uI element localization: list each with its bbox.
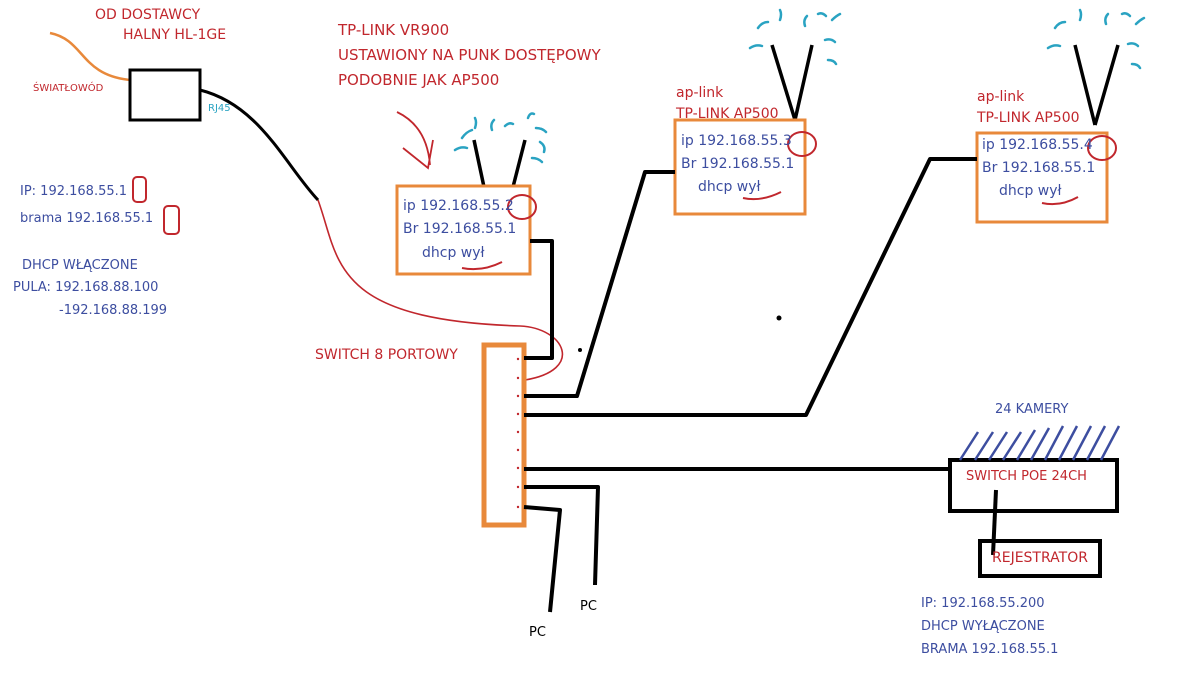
vr900-ip: ip 192.168.55.2 [403,199,514,213]
vr900-br: Br 192.168.55.1 [403,221,517,237]
cable-to-pc1 [523,505,562,613]
ap2-ip-last: 4 [1083,137,1093,153]
ap2-name-line2: TP-LINK AP500 [977,110,1080,126]
ap2-ip: ip 192.168.55.4 [982,138,1093,152]
cable-to-ap1 [524,170,675,398]
ap1-wifi-signal-icon [748,8,842,66]
recorder-label: REJESTRATOR [992,550,1088,566]
poe-switch-box [948,458,1119,513]
vr900-antennas [472,139,527,188]
ap2-dhcp-label: dhcp [999,183,1034,199]
cable-to-ap2 [524,157,977,417]
ap1-dhcp-value: wył [736,179,761,195]
ap1-name-line2: TP-LINK AP500 [676,106,779,122]
pc-label-1: PC [529,625,546,640]
pc-label-2: PC [580,599,597,614]
ap2-box [975,131,1109,224]
highlight-marks [132,131,1117,271]
ap2-dhcp-value: wył [1037,183,1062,199]
ap2-br: Br 192.168.55.1 [982,160,1096,176]
router-gateway-prefix: brama 192.168.55. [20,211,145,226]
ont-device-box [128,68,202,122]
router-pool-end: -192.168.88.199 [59,303,168,318]
vr900-ip-prefix: ip 192.168.55. [403,198,505,214]
vr900-ip-last: 2 [504,198,514,214]
ap1-br: Br 192.168.55.1 [681,156,795,172]
provider-title-line1: OD DOSTAWCY [95,7,201,23]
rj45-label: RJ45 [208,103,231,114]
switch8-label: SWITCH 8 PORTOWY [315,347,458,363]
ap1-dhcp: dhcp wył [698,180,761,194]
cameras-icon [958,425,1121,461]
vr900-wifi-signal-icon [453,112,548,164]
vr900-pointer-arrow [396,111,434,170]
router-gateway: brama 192.168.55.1 [20,212,153,225]
vr900-dhcp-value: wył [460,245,485,261]
vr900-dhcp-label: dhcp [422,245,457,261]
vr900-title-line1: TP-LINK VR900 [338,21,450,39]
vr900-dhcp: dhcp wył [422,246,485,260]
router-ip-last: 1 [118,184,128,199]
vr900-title-line2: USTAWIONY NA PUNK DOSTĘPOWY [338,46,601,64]
recorder-box [978,539,1102,578]
ap2-antennas [1073,44,1120,126]
router-ip-prefix: IP: 192.168.55. [20,184,119,199]
rj45-cable-red-section [317,199,564,381]
ap2-dhcp: dhcp wył [999,184,1062,198]
poe-switch-label: SWITCH POE 24CH [966,469,1087,484]
ap1-antennas [770,44,814,121]
recorder-gateway: BRAMA 192.168.55.1 [921,642,1059,657]
cable-poe-to-recorder [991,489,998,556]
ap1-ip-prefix: ip 192.168.55. [681,133,783,149]
ap1-dhcp-label: dhcp [698,179,733,195]
router-gateway-last: 1 [144,211,154,226]
ap2-ip-prefix: ip 192.168.55. [982,137,1084,153]
cable-to-pc2 [524,485,600,586]
switch8-port-dots [516,357,520,509]
router-pool-start: PULA: 192.168.88.100 [13,280,159,295]
stray-dot [776,315,782,321]
router-dhcp: DHCP WŁĄCZONE [22,258,138,273]
ap1-box [673,118,807,216]
cameras-label: 24 KAMERY [995,402,1069,417]
vr900-box [395,184,532,276]
fiber-label: ŚWIATŁOWÓD [33,83,104,94]
ap1-name-line1: ap-link [676,85,724,101]
switch-cables [523,157,998,613]
ap2-wifi-signal-icon [1046,8,1146,70]
stray-dot-2 [578,348,582,352]
rj45-cable [199,88,320,202]
fiber-cable [49,31,131,82]
ap1-ip-last: 3 [782,133,792,149]
router-ip: IP: 192.168.55.1 [20,185,127,198]
vr900-title-line3: PODOBNIE JAK AP500 [338,71,500,89]
switch8-box [481,342,527,528]
ap1-ip: ip 192.168.55.3 [681,134,792,148]
ap2-name-line1: ap-link [977,89,1025,105]
recorder-dhcp: DHCP WYŁĄCZONE [921,619,1045,634]
provider-title-line2: HALNY HL-1GE [123,27,227,43]
recorder-ip: IP: 192.168.55.200 [921,596,1045,611]
cable-to-vr900 [524,239,554,360]
